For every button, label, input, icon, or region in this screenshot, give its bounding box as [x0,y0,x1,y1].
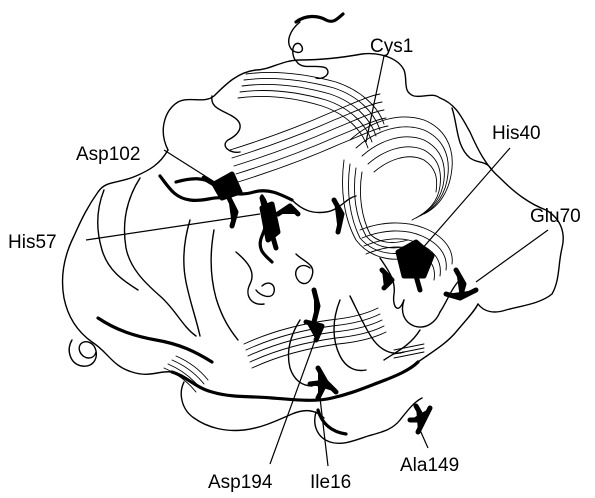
central-sidechain [306,290,322,340]
label-cys1: Cys1 [370,36,413,57]
his57-sidechain [262,198,298,248]
beta-sheets [164,72,452,392]
label-his40: His40 [492,123,541,144]
asp102-leader [164,150,224,188]
side-chains [204,174,476,432]
glu70-leader [476,230,548,282]
ala149-sidechain [410,406,430,432]
his40-leader [414,148,510,258]
label-his57: His57 [8,232,57,253]
label-glu70: Glu70 [530,206,581,227]
label-ala149: Ala149 [400,455,459,476]
label-asp102: Asp102 [76,144,140,165]
ile16-sidechain [310,368,336,398]
ile16-leader [320,398,328,466]
leader-lines [86,56,548,466]
backbone-coils [62,14,563,443]
label-ile16: Ile16 [310,472,351,493]
ala149-leader [420,430,428,448]
label-asp194: Asp194 [208,472,273,493]
cys1-leader [366,56,384,142]
his40-sidechain [382,242,432,290]
residue-labels: Cys1 Asp102 His40 His57 Glu70 Asp194 Ile… [8,36,581,493]
glu70-sidechain [446,270,476,298]
